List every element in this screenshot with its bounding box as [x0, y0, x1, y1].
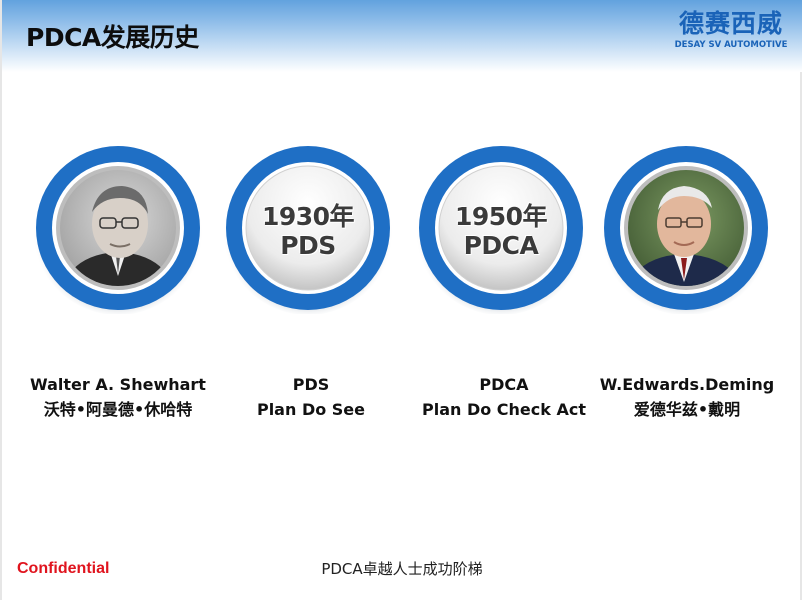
method-label: PDCA: [463, 231, 539, 260]
timeline-circle-shewhart: [32, 142, 204, 314]
caption-title: PDCA: [479, 375, 529, 394]
caption-name-en: W.Edwards.Deming: [599, 375, 775, 394]
year-label: 1930年: [261, 202, 355, 231]
caption-name-cn: 爱德华兹•戴明: [633, 400, 741, 419]
caption-pds: PDS Plan Do See: [211, 372, 411, 422]
ring-graphic: [223, 145, 393, 314]
slide-header: PDCA发展历史 德赛西威 DESAY SV AUTOMOTIVE: [2, 0, 802, 72]
method-label: PDS: [280, 231, 336, 260]
caption-pdca: PDCA Plan Do Check Act: [404, 372, 604, 422]
caption-subtitle: Plan Do See: [256, 400, 366, 419]
caption-subtitle: Plan Do Check Act: [421, 400, 586, 419]
year-label: 1950年: [454, 202, 548, 231]
shewhart-portrait: [33, 145, 203, 314]
ring-graphic: [416, 145, 586, 314]
footer-subtitle: PDCA卓越人士成功阶梯: [321, 560, 483, 578]
timeline-circle-1930: 1930年 PDS: [222, 142, 394, 314]
logo-chinese-text: 德赛西威: [678, 9, 783, 38]
caption-name-en: Walter A. Shewhart: [30, 375, 206, 394]
caption-name-cn: 沃特•阿曼德•休哈特: [43, 400, 193, 419]
caption-deming: W.Edwards.Deming 爱德华兹•戴明: [587, 372, 787, 422]
caption-shewhart: Walter A. Shewhart 沃特•阿曼德•休哈特: [18, 372, 218, 422]
page-title: PDCA发展历史: [26, 23, 199, 52]
confidential-label: Confidential: [17, 560, 110, 577]
deming-portrait: [601, 145, 771, 314]
caption-title: PDS: [292, 375, 330, 394]
logo-english-text: DESAY SV AUTOMOTIVE: [674, 40, 788, 50]
company-logo: 德赛西威 DESAY SV AUTOMOTIVE: [672, 4, 790, 54]
timeline-circle-deming: [600, 142, 772, 314]
timeline-circle-1950: 1950年 PDCA: [415, 142, 587, 314]
